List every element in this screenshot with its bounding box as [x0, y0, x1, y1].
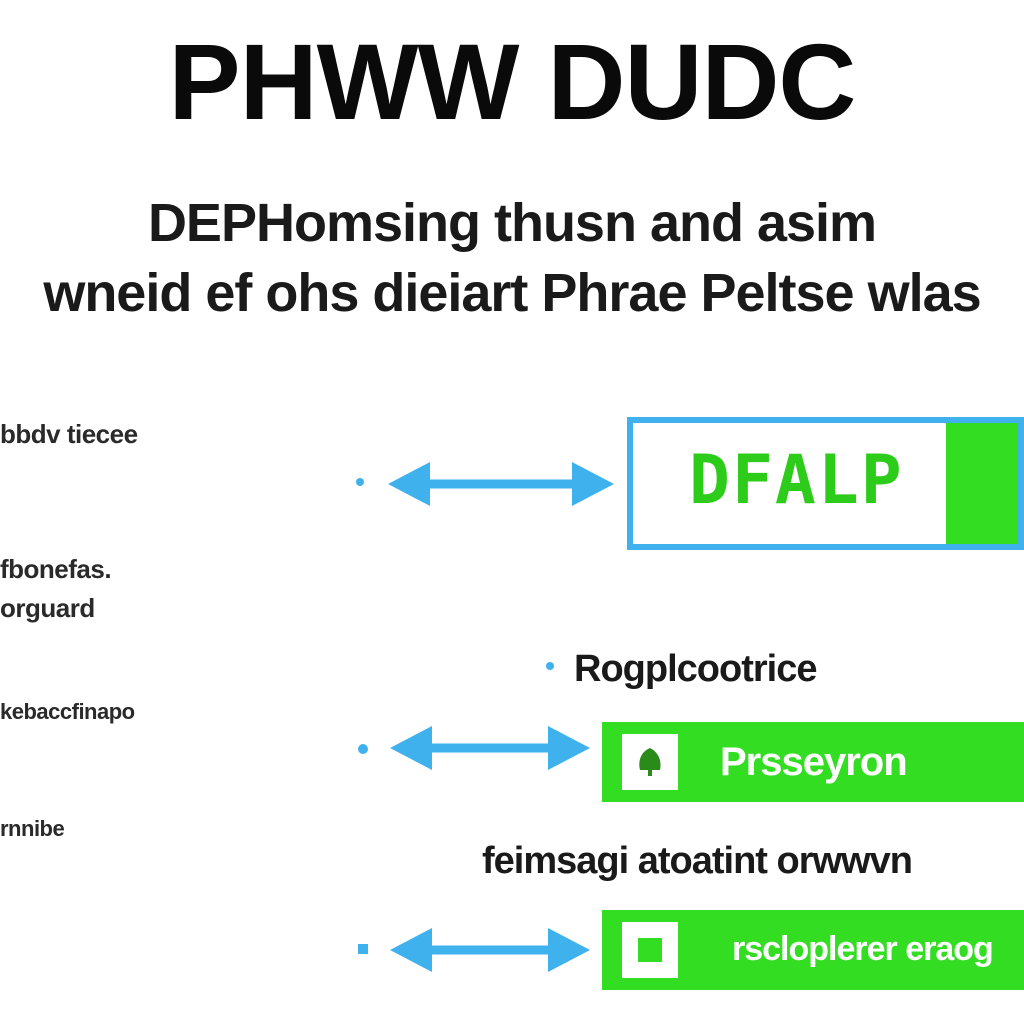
box-2-label: Prsseyron — [720, 740, 908, 784]
left-label-3: orguard — [0, 593, 95, 623]
subtitle-line-2: wneid ef ohs dieiart Phrae Peltse wlas — [43, 263, 981, 323]
left-label-5: rnnibe — [0, 816, 65, 841]
left-label-4: kebaccfinapo — [0, 699, 135, 724]
connector-square — [358, 944, 368, 954]
box-1-accent — [946, 423, 1018, 544]
left-label-1: bbdv tiecee — [0, 419, 138, 449]
square-icon — [622, 922, 678, 978]
double-arrow-icon — [390, 928, 590, 972]
left-label-2: fbonefas. — [0, 554, 112, 584]
mid-label-1: Rogplcootrice — [574, 648, 817, 690]
subtitle-line-1: DEPHomsing thusn and asim — [147, 193, 877, 253]
output-box-1[interactable]: DFALP — [627, 417, 1024, 550]
connector-dot — [546, 662, 554, 670]
leaf-icon — [622, 734, 678, 790]
double-arrow-icon — [390, 726, 590, 770]
box-1-label: DFALP — [689, 441, 904, 520]
connector-dot — [358, 744, 368, 754]
page-title: PHWW DUDC — [168, 21, 857, 142]
connector-dot — [356, 478, 364, 486]
mid-label-2: feimsagi atoatint orwwvn — [482, 840, 913, 882]
output-box-2[interactable]: Prsseyron — [602, 722, 1024, 802]
output-box-3[interactable]: rscloplerer eraog — [602, 910, 1024, 990]
box-3-label: rscloplerer eraog — [732, 930, 994, 968]
double-arrow-icon — [388, 462, 614, 506]
